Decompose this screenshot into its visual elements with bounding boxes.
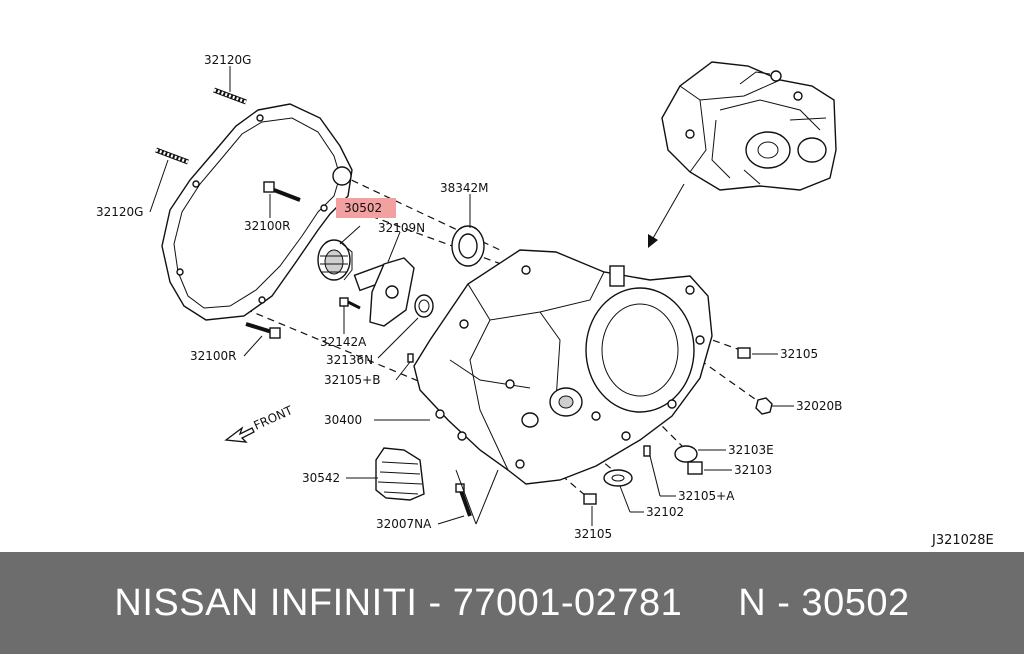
label-38342M: 38342M: [440, 181, 489, 195]
label-32136N: 32136N: [326, 353, 373, 367]
guide-sleeve-32109N: [353, 257, 415, 327]
label-30502: 30502: [344, 201, 382, 215]
stud-32120G-upper: [213, 87, 247, 105]
label-32100R-lower: 32100R: [190, 349, 237, 363]
pointer-arrow-line: [651, 183, 685, 241]
highlight-30502: [336, 198, 396, 218]
pin-32105A: [643, 445, 651, 457]
bolt-32100R-upper: [263, 181, 301, 202]
washer-32102: [603, 469, 633, 487]
seal-ring-32136N: [414, 294, 434, 318]
parts-diagram: 32120G 32120G 32100R 32100R 30502 32109N…: [96, 53, 994, 548]
o-ring-32103E: [674, 445, 698, 463]
boot-cover-30542: [375, 447, 425, 501]
front-arrow-icon: [224, 426, 255, 443]
label-32100R-upper: 32100R: [244, 219, 291, 233]
footer-catalog-number: N - 30502: [738, 581, 910, 624]
label-32007NA: 32007NA: [376, 517, 432, 531]
label-30400: 30400: [324, 413, 362, 427]
transmission-assembly-illustration: [661, 61, 837, 191]
oil-seal-38342M: [451, 225, 485, 267]
pin-32105B: [407, 353, 414, 363]
leader-lines: [149, 66, 794, 526]
label-32103E: 32103E: [728, 443, 774, 457]
label-32109N: 32109N: [378, 221, 425, 235]
label-32020B: 32020B: [796, 399, 842, 413]
label-32102: 32102: [646, 505, 684, 519]
gasket: [161, 103, 353, 321]
pin-32007NA: [455, 483, 472, 517]
transmission-case-30400: [413, 249, 713, 485]
label-32105B: 32105+B: [324, 373, 380, 387]
front-label: FRONT: [252, 403, 296, 433]
exploded-view-svg: 32120G 32120G 32100R 32100R 30502 32109N…: [96, 53, 994, 548]
label-32120G-lower: 32120G: [96, 205, 143, 219]
stud-32120G-lower: [155, 147, 189, 165]
bolt-32020B: [755, 397, 773, 415]
label-32105-right: 32105: [780, 347, 818, 361]
bolt-32100R-lower: [245, 322, 281, 339]
label-32105-bottom: 32105: [574, 527, 612, 541]
release-bearing-30502: [317, 239, 353, 281]
label-30542: 30542: [302, 471, 340, 485]
plug-32105-right: [737, 347, 751, 359]
footer-banner: NISSAN INFINITI - 77001-02781 N - 30502: [0, 552, 1024, 654]
footer-brand-part-number: NISSAN INFINITI - 77001-02781: [114, 581, 683, 624]
part-labels: 32120G 32120G 32100R 32100R 30502 32109N…: [96, 53, 842, 541]
pointer-arrow-head: [648, 234, 658, 248]
bolt-32142A: [339, 297, 361, 310]
diagram-code: J321028E: [931, 533, 994, 548]
label-32120G-upper: 32120G: [204, 53, 251, 67]
front-direction-indicator: FRONT: [224, 403, 296, 443]
label-32142A: 32142A: [320, 335, 367, 349]
label-32103: 32103: [734, 463, 772, 477]
label-32105A: 32105+A: [678, 489, 735, 503]
plug-32105-bottom: [583, 493, 597, 505]
plug-32103: [687, 461, 703, 475]
